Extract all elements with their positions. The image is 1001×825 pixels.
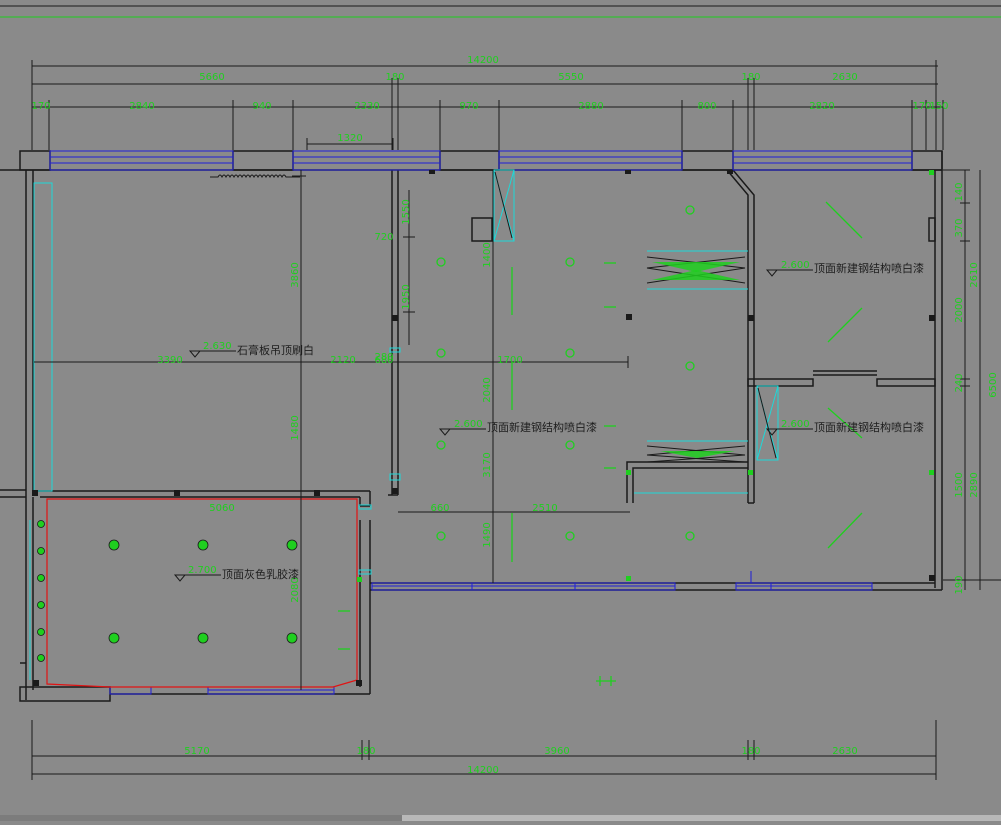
elev-gypsum-value: 2.630: [203, 341, 232, 352]
dim-inner-v-d: 1480: [290, 415, 301, 440]
dim-top-row2-i: 170: [912, 101, 931, 112]
dim-right-a: 140: [954, 182, 965, 201]
dim-right-c: 2610: [969, 262, 980, 287]
cyan-elements: [29, 169, 779, 680]
elev-steel-center-value: 2.600: [454, 419, 483, 430]
elev-grey-latex-value: 2.700: [188, 565, 217, 576]
dim-top-row2-j: 150: [929, 101, 948, 112]
elev-steel-right-mid-value: 2.600: [781, 419, 810, 430]
dim-inner-h-g: 2510: [532, 503, 557, 514]
label-steel-right-top: 顶面新建钢结构喷白漆: [814, 261, 924, 275]
dim-inner-v-k: 280: [374, 352, 393, 363]
dim-top-row1-b: 180: [385, 72, 404, 83]
dim-top-total: 14200: [467, 55, 499, 66]
elevation-gypsum: 2.630 石膏板吊顶刷白: [188, 341, 314, 358]
dim-bottom-a: 5170: [184, 746, 209, 757]
right-dim-texts: 140 370 2610 2000 240 1500 2890 190 6500: [954, 182, 999, 594]
dim-inner-h-f: 660: [430, 503, 449, 514]
dim-right-g: 2890: [969, 472, 980, 497]
dim-top-row1-e: 2630: [832, 72, 857, 83]
elevation-steel-center: 2.600 顶面新建钢结构喷白漆: [438, 419, 597, 436]
status-strip-right: [402, 815, 1001, 821]
dim-inner-v-j: 720: [374, 232, 393, 243]
elevation-steel-right-top: 2.600 顶面新建钢结构喷白漆: [765, 260, 924, 277]
grey-ceiling-outline: [46, 498, 358, 688]
elevation-steel-right-mid: 2.600 顶面新建钢结构喷白漆: [765, 419, 924, 436]
dim-top-row2-b: 2840: [129, 101, 154, 112]
dim-bottom-total: 14200: [467, 765, 499, 776]
inner-dimensions: [31, 169, 1001, 780]
label-steel-right-mid: 顶面新建钢结构喷白漆: [814, 420, 924, 434]
dim-inner-h-e: 5060: [209, 503, 234, 514]
dim-inner-v-b: 1550: [401, 199, 412, 224]
cabinet-patterns: [494, 171, 777, 463]
dim-right-e: 240: [954, 373, 965, 392]
label-grey-latex: 顶面灰色乳胶漆: [222, 567, 299, 581]
dim-top-row2-g: 800: [697, 101, 716, 112]
dim-inner-v-c: 1950: [401, 284, 412, 309]
green-markers: [357, 170, 934, 582]
dim-inner-v-f: 1400: [482, 242, 493, 267]
dim-inner-v-h: 1490: [482, 522, 493, 547]
status-strip: [0, 815, 1001, 821]
dim-right-d: 2000: [954, 297, 965, 322]
dim-right-b: 370: [954, 218, 965, 237]
dim-inner-v-e: 2080: [290, 577, 301, 602]
dim-top-row2-d: 2330: [354, 101, 379, 112]
windows: [49, 150, 913, 695]
top-dim-texts: 14200 5660 180 5550 180 2630 170 2840 94…: [31, 55, 948, 144]
dim-1320: 1320: [337, 133, 362, 144]
dim-top-row1-a: 5660: [199, 72, 224, 83]
dim-right-f: 1500: [954, 472, 965, 497]
dim-top-row1-c: 5550: [558, 72, 583, 83]
dim-bottom-e: 2630: [832, 746, 857, 757]
top-dimensions: [31, 60, 944, 150]
dim-bottom-d: 180: [741, 746, 760, 757]
bottom-dim-texts: 5170 180 3960 180 2630 14200: [184, 746, 857, 776]
dim-inner-v-a: 3860: [290, 262, 301, 287]
elevation-grey-latex: 2.700 顶面灰色乳胶漆: [173, 565, 299, 582]
light-fixtures: [338, 201, 863, 686]
dim-inner-h-c: 680: [374, 355, 393, 366]
dim-bottom-c: 3960: [544, 746, 569, 757]
dim-right-h: 190: [954, 575, 965, 594]
inner-dim-texts: 3390 2120 680 1700 5060 660 2510 3860 15…: [157, 199, 557, 602]
dim-top-row1-d: 180: [741, 72, 760, 83]
dim-top-row2-c: 940: [252, 101, 271, 112]
dim-inner-v-g: 2040: [482, 377, 493, 402]
dim-top-row2-f: 2880: [578, 101, 603, 112]
dim-top-row2-h: 2820: [809, 101, 834, 112]
label-gypsum: 石膏板吊顶刷白: [237, 343, 314, 357]
dim-inner-h-d: 1700: [497, 355, 522, 366]
downlights: [37, 520, 298, 662]
dim-top-row2-a: 170: [31, 101, 50, 112]
dim-inner-h-a: 3390: [157, 355, 182, 366]
column-markers: [32, 170, 935, 686]
dim-inner-h-b: 2120: [330, 355, 355, 366]
dim-bottom-b: 180: [356, 746, 375, 757]
dim-right-total: 6500: [988, 372, 999, 397]
label-steel-center: 顶面新建钢结构喷白漆: [487, 420, 597, 434]
elev-steel-right-top-value: 2.600: [781, 260, 810, 271]
pipe-symbol: [210, 174, 300, 179]
dim-top-row2-e: 970: [459, 101, 478, 112]
cabinet-fills: [652, 262, 740, 458]
dim-inner-v-i: 3170: [482, 452, 493, 477]
